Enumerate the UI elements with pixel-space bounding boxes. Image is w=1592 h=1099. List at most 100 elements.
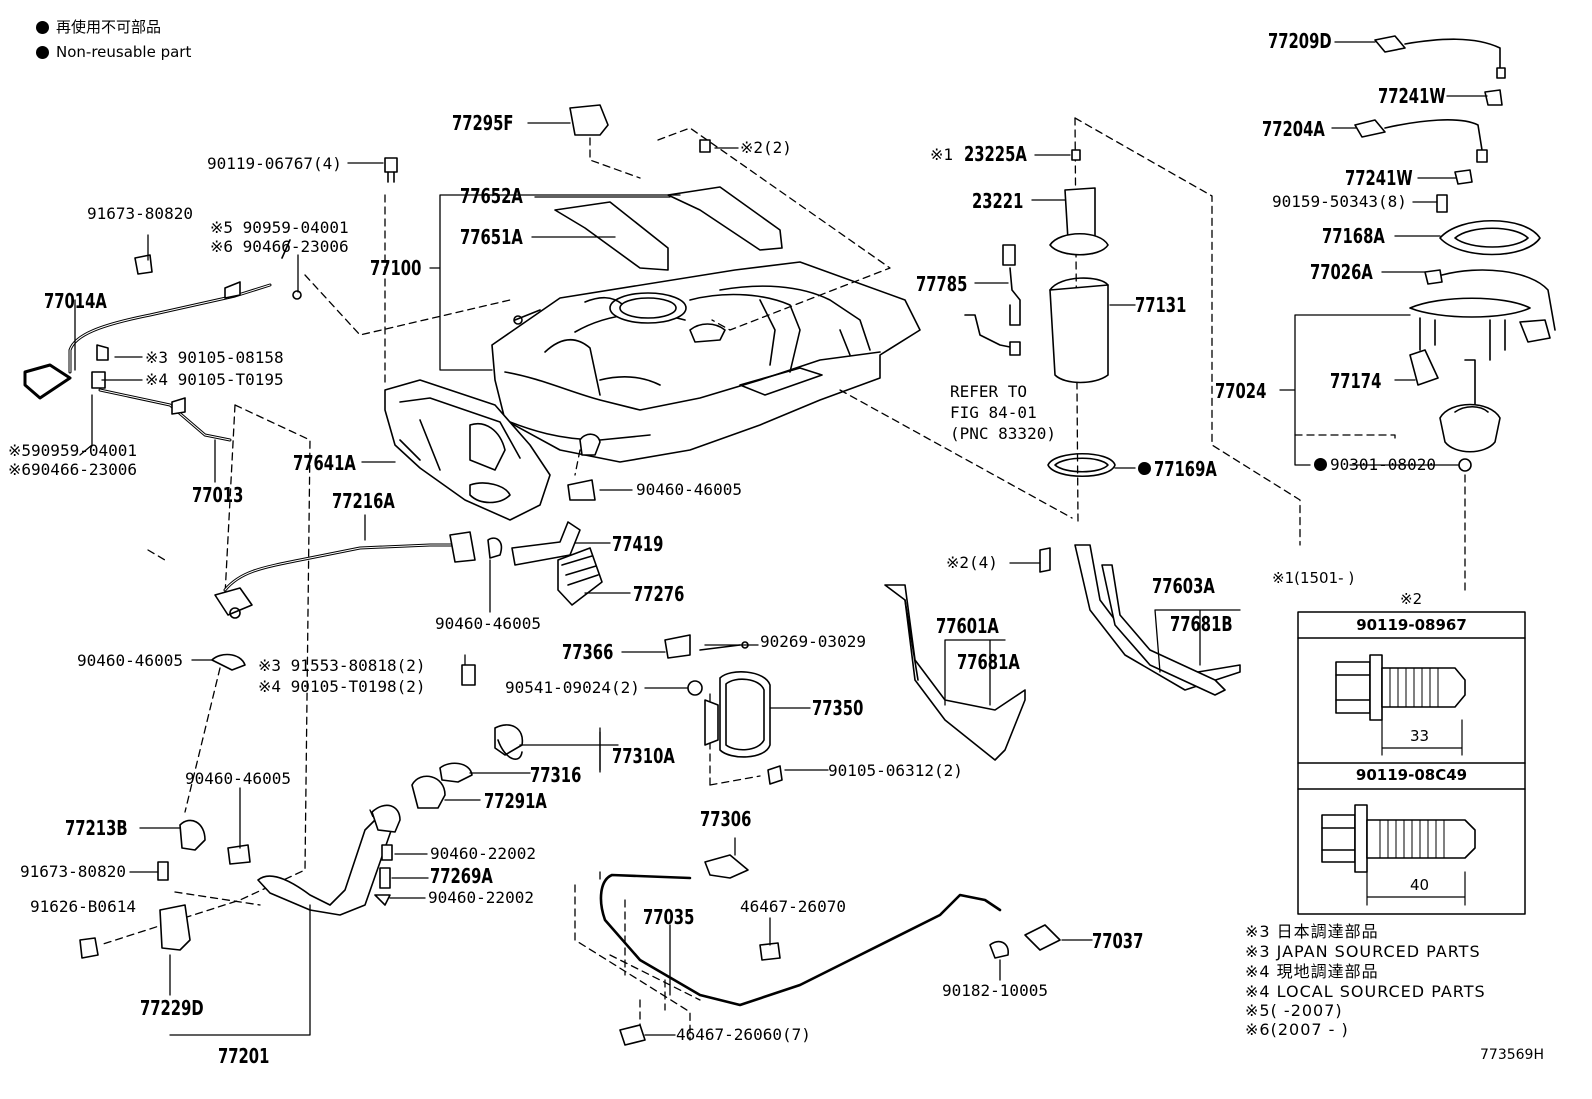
part-90301-08020[interactable]: 90301-08020 [1330, 455, 1436, 474]
bolt-detail-box [1297, 611, 1526, 915]
part-77269A[interactable]: 77269A [430, 864, 493, 888]
bolt-2-part-number[interactable]: 90119-08C49 [1355, 766, 1468, 784]
part-77306[interactable]: 77306 [700, 807, 752, 831]
note-from-2007: ※6(2007 - ) [1245, 1020, 1349, 1039]
part-77419[interactable]: 77419 [612, 532, 664, 556]
bolt-box-note-2: ※2 [1400, 590, 1423, 608]
part-77213B[interactable]: 77213B [65, 816, 128, 840]
part-77350[interactable]: 77350 [812, 696, 864, 720]
part-90460-22002-upper[interactable]: 90460-22002 [430, 844, 536, 863]
note-local-sourced-en: ※4 LOCAL SOURCED PARTS [1245, 982, 1486, 1001]
part-77026A[interactable]: 77026A [1310, 260, 1373, 284]
legend-en: Non-reusable part [56, 43, 192, 61]
fuel-lines-77035 [599, 854, 1061, 1046]
part-77603A[interactable]: 77603A [1152, 574, 1215, 598]
part-90460-46005-clamp[interactable]: 90460-46005 [77, 651, 183, 670]
non-reusable-bullet-77169A [1138, 462, 1151, 475]
bolt-1-length: 33 [1410, 727, 1430, 745]
assembly-boundaries [99, 117, 1466, 1041]
part-77168A[interactable]: 77168A [1322, 224, 1385, 248]
refer-line-2: FIG 84-01 [950, 403, 1037, 422]
part-90105-08158[interactable]: ※3 90105-08158 [145, 348, 284, 367]
part-90541-09024[interactable]: 90541-09024(2) [505, 678, 640, 697]
part-77035[interactable]: 77035 [643, 905, 695, 929]
part-77131[interactable]: 77131 [1135, 293, 1187, 317]
legend-bullet-jp [36, 21, 49, 34]
part-77024[interactable]: 77024 [1215, 379, 1267, 403]
part-77785[interactable]: 77785 [916, 272, 968, 296]
refer-line-1: REFER TO [950, 382, 1028, 401]
part-46467-26060[interactable]: 46467-26060(7) [676, 1025, 811, 1044]
part-77295F[interactable]: 77295F [452, 111, 514, 135]
part-77652A[interactable]: 77652A [460, 184, 523, 208]
legend-jp: 再使用不可部品 [56, 18, 162, 36]
legend-bullet-en [36, 46, 49, 59]
fuel-tank-77100 [491, 261, 921, 463]
part-77216A[interactable]: 77216A [332, 489, 395, 513]
part-91673-80820-lower[interactable]: 91673-80820 [20, 862, 126, 881]
part-90460-46005-lower[interactable]: 90460-46005 [185, 769, 291, 788]
part-77169A[interactable]: 77169A [1154, 457, 1217, 481]
part-77100[interactable]: 77100 [370, 256, 422, 280]
part-77316[interactable]: 77316 [530, 763, 582, 787]
part-90460-46005-tank[interactable]: 90460-46005 [636, 480, 742, 499]
figure-code: 773569H [1480, 1047, 1544, 1063]
part-90466-23006-left[interactable]: ※690466-23006 [8, 460, 137, 479]
misc-small-parts [384, 104, 711, 183]
part-90460-46005-hose[interactable]: 90460-46005 [435, 614, 541, 633]
tank-protector-77641A [384, 379, 551, 521]
part-77641A[interactable]: 77641A [293, 451, 356, 475]
part-77601A[interactable]: 77601A [936, 614, 999, 638]
part-90466-23006-upper[interactable]: ※6 90466-23006 [210, 237, 349, 256]
part-90959-04001-upper[interactable]: ※5 90959-04001 [210, 218, 349, 237]
note-mark-23225A: ※1 [930, 145, 954, 164]
part-77229D[interactable]: 77229D [140, 996, 204, 1020]
part-91626-B0614[interactable]: 91626-B0614 [30, 897, 136, 916]
note-jp-sourced-en: ※3 JAPAN SOURCED PARTS [1245, 942, 1481, 961]
note-until-2007: ※5( -2007) [1245, 1001, 1343, 1020]
part-77276[interactable]: 77276 [633, 582, 685, 606]
part-77366[interactable]: 77366 [562, 640, 614, 664]
part-90105-06312[interactable]: 90105-06312(2) [828, 761, 963, 780]
part-77209D[interactable]: 77209D [1268, 29, 1332, 53]
part-77204A[interactable]: 77204A [1262, 117, 1325, 141]
part-77037[interactable]: 77037 [1092, 929, 1144, 953]
part-77681B[interactable]: 77681B [1170, 612, 1233, 636]
note-jp-sourced-jp: ※3 日本調達部品 [1245, 922, 1379, 941]
bolt-2-length: 40 [1410, 876, 1430, 894]
part-90269-03029[interactable]: 90269-03029 [760, 632, 866, 651]
part-90159-50343[interactable]: 90159-50343(8) [1272, 192, 1407, 211]
part-77241W-lower[interactable]: 77241W [1345, 166, 1413, 190]
part-77013[interactable]: 77013 [192, 483, 244, 507]
sender-gauge-77024 [1354, 35, 1556, 472]
part-90460-22002-lower[interactable]: 90460-22002 [428, 888, 534, 907]
fuel-door-77350 [461, 634, 783, 785]
part-90959-04001-left[interactable]: ※590959-04001 [8, 441, 137, 460]
part-77291A[interactable]: 77291A [484, 789, 547, 813]
part-91673-80820-upper[interactable]: 91673-80820 [87, 204, 193, 223]
part-77681A[interactable]: 77681A [957, 650, 1020, 674]
bolt-box-note-1: ※1(1501- ) [1272, 569, 1355, 587]
vent-tubes [23, 239, 302, 442]
note-local-sourced-jp: ※4 現地調達部品 [1245, 962, 1379, 981]
filler-hoses [79, 433, 603, 959]
part-23225A[interactable]: 23225A [964, 142, 1027, 166]
note-x2-2: ※2(2) [740, 138, 792, 157]
part-77201[interactable]: 77201 [218, 1044, 270, 1068]
part-77014A[interactable]: 77014A [44, 289, 107, 313]
part-90119-06767[interactable]: 90119-06767(4) [207, 154, 342, 173]
part-23221[interactable]: 23221 [972, 189, 1024, 213]
part-90105-T0195[interactable]: ※4 90105-T0195 [145, 370, 284, 389]
bolt-1-part-number[interactable]: 90119-08967 [1356, 616, 1467, 634]
part-77310A[interactable]: 77310A [612, 744, 675, 768]
part-77241W-upper[interactable]: 77241W [1378, 84, 1446, 108]
part-77651A[interactable]: 77651A [460, 225, 523, 249]
note-x2-4: ※2(4) [946, 553, 998, 572]
part-46467-26070[interactable]: 46467-26070 [740, 897, 846, 916]
part-77174[interactable]: 77174 [1330, 369, 1382, 393]
part-90105-T0198[interactable]: ※4 90105-T0198(2) [258, 677, 426, 696]
part-90182-10005[interactable]: 90182-10005 [942, 981, 1048, 1000]
part-91553-80818[interactable]: ※3 91553-80818(2) [258, 656, 426, 675]
